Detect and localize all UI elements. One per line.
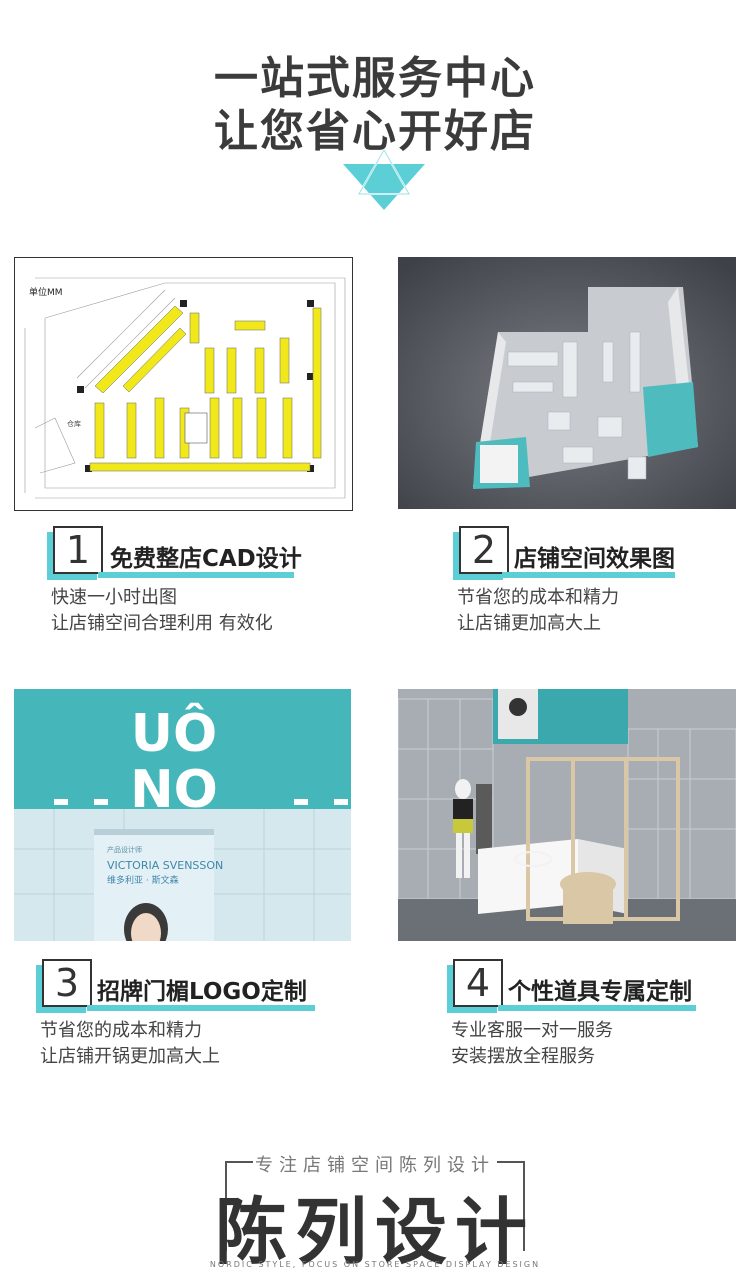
down-triangle-icon	[343, 150, 425, 210]
feature-underline	[498, 1005, 696, 1011]
poster-small-text: 产品设计师	[107, 845, 142, 854]
cad-unit-label: 单位MM	[29, 286, 63, 298]
feature-number-badge: 4	[453, 959, 503, 1007]
footer-subtitle: 专注店铺空间陈列设计	[255, 1155, 495, 1176]
feature-desc-line: 让店铺开锅更加高大上	[40, 1046, 220, 1067]
feature-number-badge: 1	[53, 526, 103, 574]
display-fixtures-image	[398, 689, 736, 941]
feature-desc-line: 节省您的成本和精力	[40, 1020, 202, 1041]
feature-desc-line: 节省您的成本和精力	[457, 587, 619, 608]
feature-title: 免费整店CAD设计	[110, 546, 302, 572]
feature-underline	[87, 1005, 315, 1011]
feature-title: 店铺空间效果图	[514, 546, 675, 572]
logo-signboard-image: UÔ NO 产品设计师 VICTORIA SVENSSON 维多利亚 · 斯文森	[14, 689, 351, 941]
feature-desc-line: 让店铺空间合理利用 有效化	[51, 613, 273, 634]
footer-tagline: NORDIC STYLE, FOCUS ON STORE SPACE DISPL…	[209, 1260, 541, 1269]
poster-name: VICTORIA SVENSSON	[107, 859, 223, 872]
poster-cn-name: 维多利亚 · 斯文森	[107, 874, 179, 886]
cad-entrance-label: 仓库	[67, 419, 81, 428]
headline-line-1: 一站式服务中心	[214, 53, 536, 104]
headline-line-2: 让您省心开好店	[214, 106, 536, 157]
footer-main-title: 陈列设计	[214, 1190, 535, 1274]
feature-number-badge: 2	[459, 526, 509, 574]
store-3d-render-image	[398, 257, 736, 509]
feature-desc-line: 快速一小时出图	[51, 587, 177, 608]
brand-logo-line-1: UÔ	[131, 702, 217, 764]
feature-underline	[98, 572, 294, 578]
brand-logo-line-2: NO	[130, 760, 218, 820]
feature-title: 个性道具专属定制	[508, 979, 692, 1005]
cad-floorplan-image: 单位MM 仓库	[14, 257, 353, 511]
footer-bracket-frame	[225, 1161, 525, 1261]
feature-desc-line: 安装摆放全程服务	[451, 1046, 595, 1067]
feature-number-badge: 3	[42, 959, 92, 1007]
feature-desc-line: 专业客服一对一服务	[451, 1020, 613, 1041]
feature-underline	[502, 572, 675, 578]
feature-desc-line: 让店铺更加高大上	[457, 613, 601, 634]
feature-title: 招牌门楣LOGO定制	[97, 979, 307, 1005]
